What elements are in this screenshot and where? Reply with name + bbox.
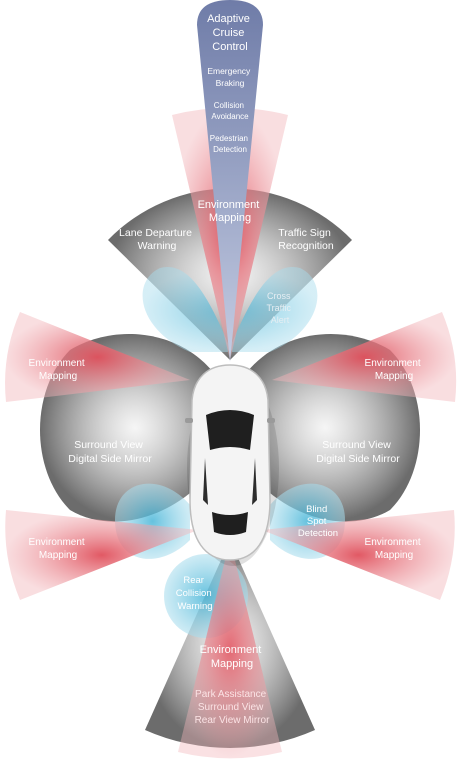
radar-rear-left-zone [5, 510, 199, 600]
surround-left-label: Surround View Digital Side Mirror [68, 439, 152, 465]
env-mapping-rear-left-label: Environment Mapping [29, 537, 88, 561]
adaptive-cruise-label: Adaptive Cruise Control [207, 13, 253, 53]
collision-avoidance-label: Collision Avoidance [211, 101, 249, 121]
radar-front-right-zone [272, 312, 457, 402]
env-mapping-rear-label: Environment Mapping [200, 644, 265, 670]
lane-departure-label: Lane Departure Warning [119, 227, 195, 252]
env-mapping-front-label: Environment Mapping [198, 199, 263, 224]
blind-spot-label: Blind Spot Detection [298, 504, 338, 539]
pedestrian-detection-label: Pedestrian Detection [210, 134, 250, 154]
cross-traffic-label: Cross Traffic Alert [266, 291, 293, 325]
radar-rear-zone [178, 540, 282, 759]
radar-rear-right-zone [262, 510, 455, 600]
park-assist-label: Park Assistance Surround View Rear View … [195, 689, 270, 726]
env-mapping-rear-right-label: Environment Mapping [365, 537, 424, 561]
long-range-radar-zone [197, 0, 263, 362]
traffic-sign-label: Traffic Sign Recognition [278, 227, 334, 252]
cross-traffic-zone [142, 266, 318, 352]
car-top-view [185, 364, 279, 566]
env-mapping-front-left-label: Environment Mapping [29, 358, 88, 382]
surround-right-label: Surround View Digital Side Mirror [316, 439, 400, 465]
rear-collision-label: Rear Collision Warning [176, 575, 215, 612]
radar-front-left-zone [5, 312, 190, 402]
env-mapping-front-right-label: Environment Mapping [365, 358, 424, 382]
emergency-braking-label: Emergency Braking [207, 66, 252, 88]
